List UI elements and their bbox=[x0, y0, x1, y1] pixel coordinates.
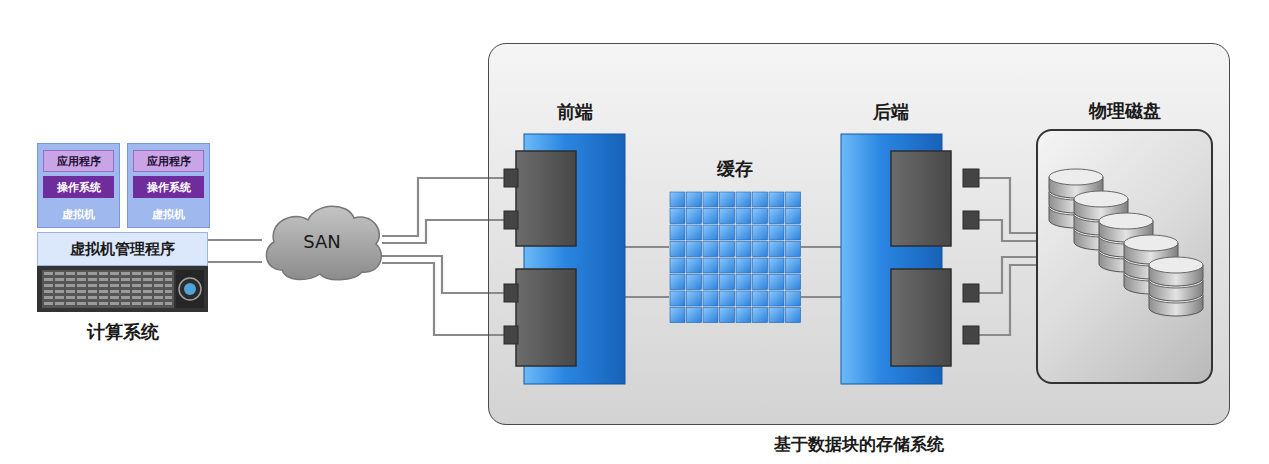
connector-wire bbox=[382, 178, 504, 335]
virtual-machine: 应用程序操作系统虚拟机 bbox=[127, 143, 210, 228]
node-outline bbox=[841, 134, 979, 384]
san-cloud: SAN bbox=[262, 200, 382, 282]
node-label: 虚拟机管理程序 bbox=[38, 233, 207, 265]
node-label: 物理磁盘 bbox=[1038, 99, 1211, 123]
connector-wire bbox=[208, 240, 262, 262]
server-chassis bbox=[37, 266, 208, 312]
storage-system: 基于数据块的存储系统前端缓存后端物理磁盘 bbox=[488, 43, 1230, 425]
connector-wire bbox=[625, 247, 669, 297]
node-outline bbox=[1038, 131, 1211, 382]
hypervisor-bar: 虚拟机管理程序 bbox=[37, 232, 208, 266]
cache-grid: 缓存 bbox=[669, 151, 801, 334]
storage-ground bbox=[488, 43, 1230, 425]
node-label: 应用程序 bbox=[43, 150, 114, 172]
compute-system: 计算系统应用程序操作系统虚拟机应用程序操作系统虚拟机虚拟机管理程序 bbox=[30, 140, 215, 345]
node-label: 操作系统 bbox=[133, 176, 204, 198]
back-end: 后端 bbox=[841, 134, 979, 384]
node-label: 基于数据块的存储系统 bbox=[489, 433, 1229, 456]
node-label: 虚拟机 bbox=[133, 204, 204, 224]
node-label: 前端 bbox=[524, 100, 625, 124]
disk-enclosure: 物理磁盘 bbox=[1036, 129, 1213, 384]
node-label: SAN bbox=[262, 200, 382, 282]
node-label: 操作系统 bbox=[43, 176, 114, 198]
node-label: 应用程序 bbox=[133, 150, 204, 172]
connector-wire bbox=[801, 247, 841, 297]
connector-wire bbox=[979, 178, 1036, 335]
node-outline bbox=[504, 134, 625, 384]
node-label: 后端 bbox=[841, 100, 941, 124]
virtual-machine: 应用程序操作系统虚拟机 bbox=[37, 143, 120, 228]
node-label: 缓存 bbox=[669, 157, 801, 181]
front-end: 前端 bbox=[504, 134, 625, 384]
node-label: 计算系统 bbox=[30, 320, 215, 344]
node-label: 虚拟机 bbox=[43, 204, 114, 224]
node-outline bbox=[669, 191, 801, 331]
